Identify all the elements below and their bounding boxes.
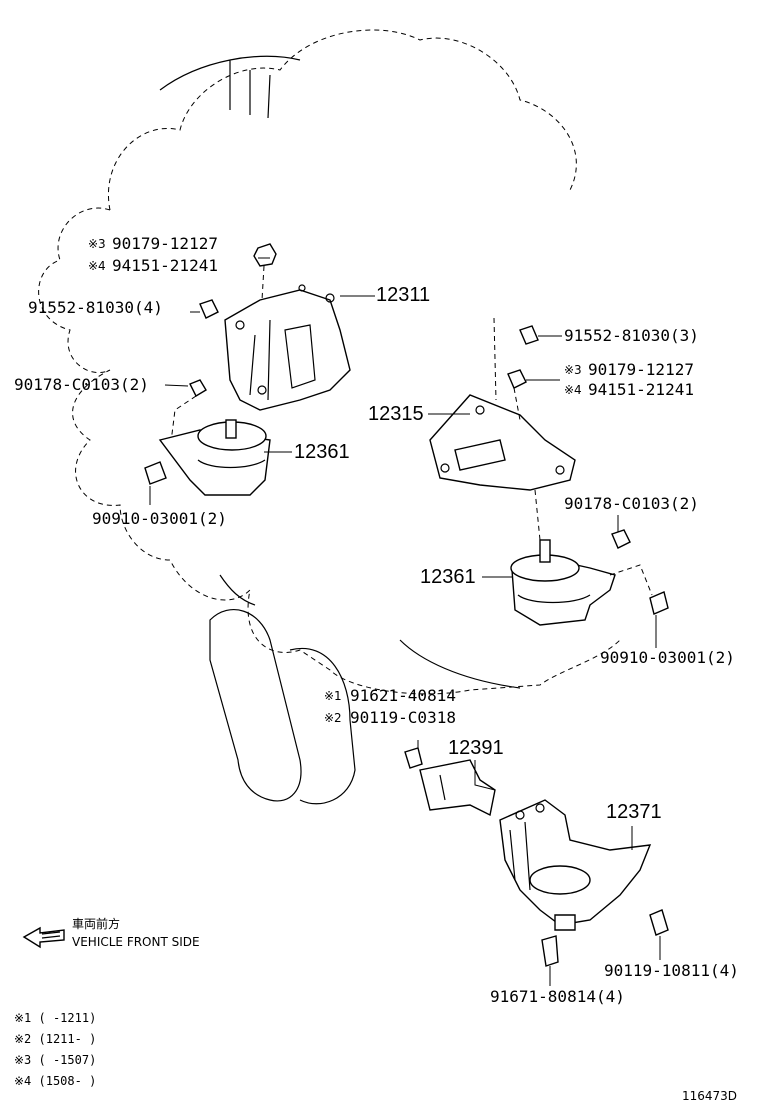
- callout-12371: 12371: [606, 801, 662, 823]
- part-number: 91552-81030(3): [564, 326, 699, 345]
- note-line: ※4 (1508- ): [14, 1074, 97, 1088]
- transmission-outline-2: [289, 647, 356, 805]
- callout-12361-right: 12361: [420, 566, 476, 588]
- bolt-icon: [649, 909, 669, 936]
- note-line: ※3 ( -1507): [14, 1053, 97, 1067]
- transmission-outline: [209, 609, 302, 802]
- nut-icon: [507, 369, 527, 389]
- part-number: 90178-C0103(2): [14, 375, 149, 394]
- note-mark: ※4: [564, 383, 582, 397]
- part-number: 94151-21241: [588, 380, 694, 399]
- front-label-en: VEHICLE FRONT SIDE: [72, 935, 200, 949]
- part-number: 90910-03001(2): [92, 509, 227, 528]
- bracket-12315: [429, 394, 576, 491]
- part-number: 90910-03001(2): [600, 648, 735, 667]
- front-arrow-icon: [22, 926, 65, 949]
- engine-top: [108, 29, 577, 211]
- bolt-icon: [404, 747, 423, 769]
- callout-12361-left: 12361: [294, 441, 350, 463]
- part-number: 90119-C0318: [350, 708, 456, 727]
- part-number: 90178-C0103(2): [564, 494, 699, 513]
- bracket-12391: [419, 759, 496, 817]
- note-mark: ※3: [88, 237, 106, 251]
- nut-icon: [189, 379, 207, 397]
- engine-outline: [38, 207, 621, 695]
- bolt-icon: [541, 935, 559, 967]
- part-number: 91552-81030(4): [28, 298, 163, 317]
- part-number: 91671-80814(4): [490, 987, 625, 1006]
- engine-lower-curve: [219, 574, 521, 689]
- part-number: 90179-12127: [112, 234, 218, 253]
- part-number: 90179-12127: [588, 360, 694, 379]
- bracket-12311: [224, 284, 351, 411]
- part-number: 94151-21241: [112, 256, 218, 275]
- bolt-icon: [199, 299, 219, 319]
- front-label-jp: 車両前方: [72, 917, 121, 931]
- mount-12371: [499, 799, 652, 931]
- callout-12315: 12315: [368, 403, 424, 425]
- note-mark: ※2: [324, 711, 342, 725]
- nut-icon: [253, 243, 277, 267]
- mount-12361-right: [510, 539, 616, 626]
- engine-dome-lines: [159, 55, 301, 119]
- callout-12311: 12311: [376, 284, 431, 306]
- callout-12391: 12391: [448, 737, 504, 759]
- figure-id: 116473D: [682, 1089, 738, 1103]
- note-mark: ※4: [88, 259, 106, 273]
- note-mark: ※3: [564, 363, 582, 377]
- nut-icon: [611, 529, 631, 549]
- bolt-icon: [649, 591, 669, 615]
- part-number: 91621-40814: [350, 686, 456, 705]
- note-line: ※1 ( -1211): [14, 1011, 97, 1025]
- note-mark: ※1: [324, 689, 342, 703]
- bolt-icon: [519, 325, 539, 345]
- part-number: 90119-10811(4): [604, 961, 739, 980]
- note-line: ※2 (1211- ): [14, 1032, 97, 1046]
- mount-12361-left: [158, 419, 271, 496]
- bolt-icon: [144, 461, 167, 485]
